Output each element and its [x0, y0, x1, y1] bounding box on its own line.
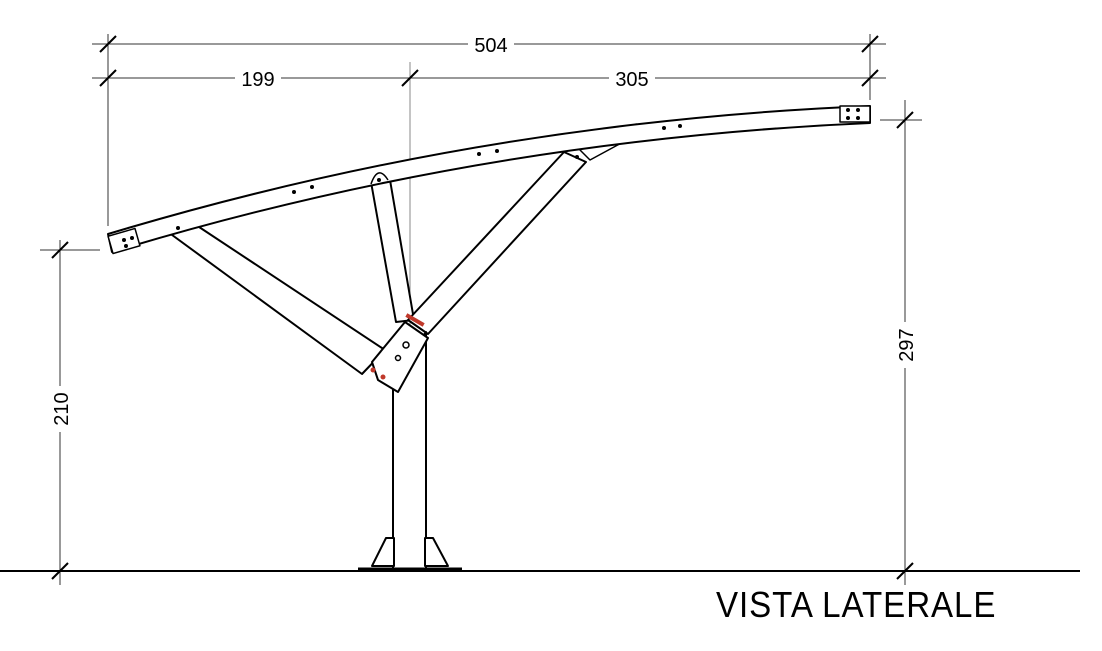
joint-accents: [370, 313, 425, 380]
dimension-total-width: 504: [474, 35, 507, 57]
roof-beam: [107, 105, 871, 253]
bolts: [122, 108, 860, 362]
roof-end-cap-right: [839, 105, 871, 123]
base-foot-left: [371, 537, 395, 567]
dimension-low-height: 210: [51, 392, 73, 425]
base-foot-right: [424, 537, 449, 567]
view-title: VISTA LATERALE: [716, 584, 997, 625]
dimension-high-height: 297: [896, 328, 918, 361]
left-strut: [167, 220, 386, 375]
center-strut: [370, 179, 415, 323]
dimension-right-span: 305: [615, 69, 648, 91]
structure: [107, 105, 871, 572]
right-strut: [407, 151, 587, 335]
dimension-left-span: 199: [241, 69, 274, 91]
